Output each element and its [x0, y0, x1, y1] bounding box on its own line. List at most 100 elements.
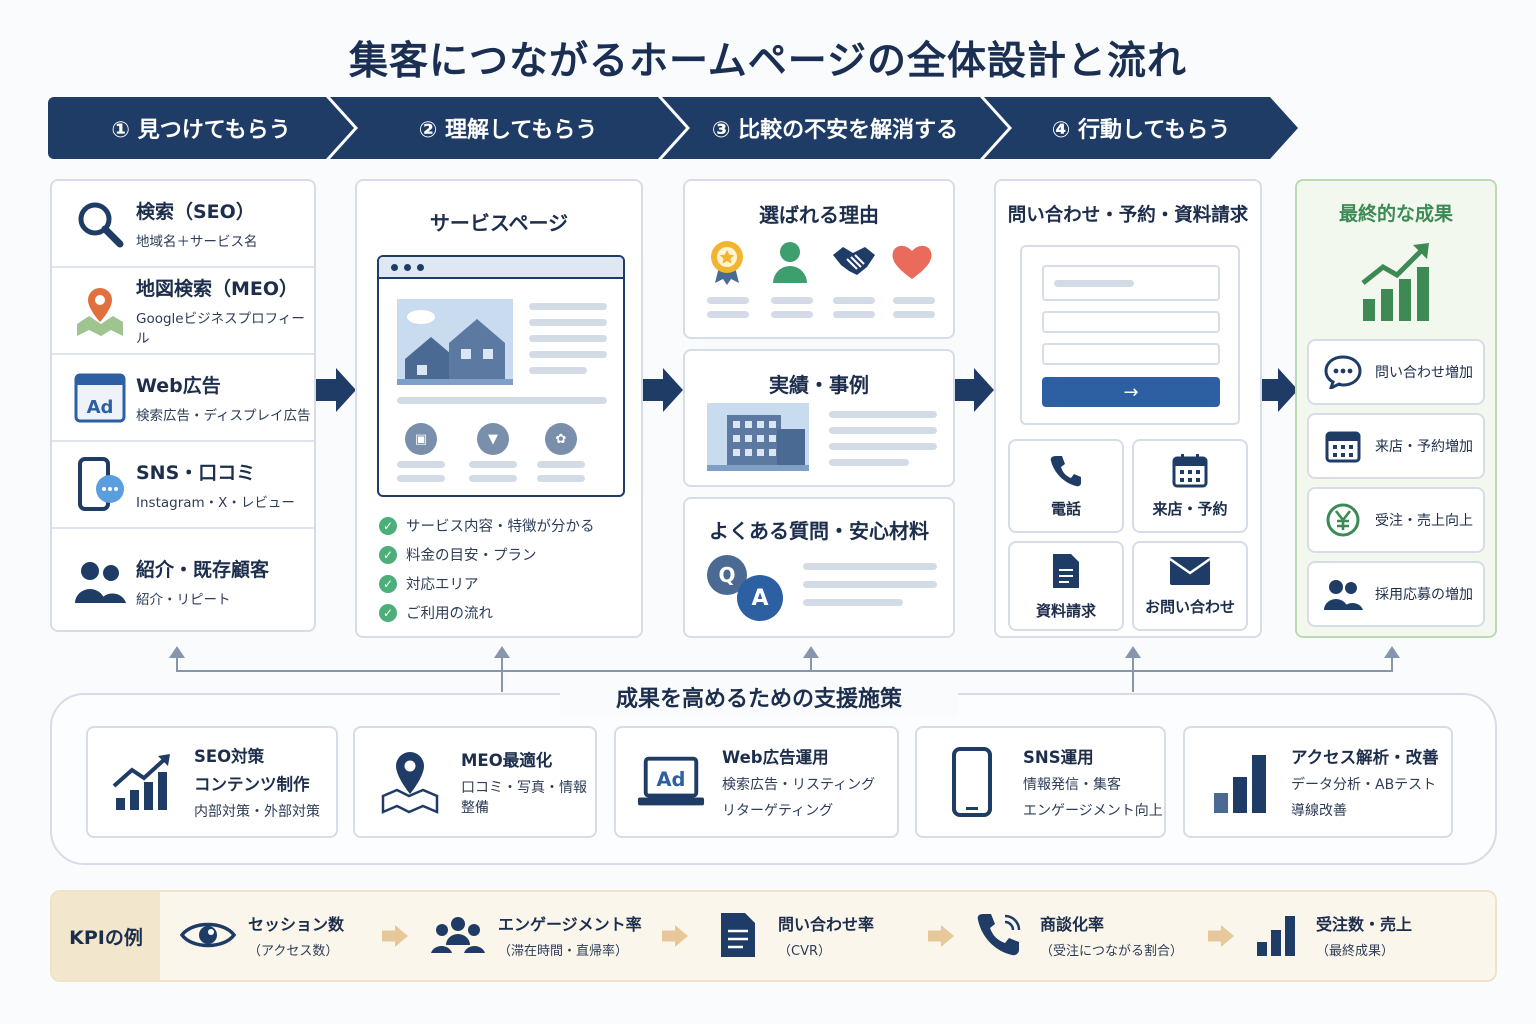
action-panel: 問い合わせ・予約・資料請求 → 電話 来店・予約 資料請求 お問い合わせ: [994, 179, 1262, 638]
form-submit-button[interactable]: →: [1042, 377, 1220, 407]
source-title: SNS・口コミ: [136, 462, 256, 484]
growth-chart-icon: [108, 747, 178, 817]
action-title: 問い合わせ・予約・資料請求: [1007, 205, 1249, 226]
bar-chart-icon: [1248, 907, 1304, 963]
kpi-arrow-icon: [382, 925, 408, 947]
answer-bubble-icon: A: [737, 575, 783, 621]
eye-icon: [180, 907, 236, 963]
kpi-sessions: セッション数（アクセス数）: [180, 905, 344, 965]
kpi-label: KPIの例: [52, 892, 160, 980]
form-input-field[interactable]: [1042, 311, 1220, 333]
flow-arrow-icon: [643, 368, 683, 412]
source-referral: 紹介・既存顧客紹介・リピート: [52, 529, 314, 630]
support-seo: SEO対策コンテンツ制作内部対策・外部対策: [86, 726, 338, 838]
growth-chart-icon: [1361, 243, 1429, 321]
kpi-arrow-icon: [1208, 925, 1234, 947]
check-item: ✓料金の目安・プラン: [379, 540, 595, 569]
check-icon: ✓: [379, 603, 397, 622]
check-item: ✓ご利用の流れ: [379, 598, 595, 627]
check-icon: ✓: [379, 516, 397, 535]
step-1-banner: ① 見つけてもらう: [48, 97, 354, 159]
source-title: 地図検索（MEO）: [136, 278, 299, 300]
document-icon: [710, 907, 766, 963]
up-arrow-icon: [803, 646, 819, 672]
results-title: 最終的な成果: [1338, 203, 1453, 225]
source-ads: Ad Web広告検索広告・ディスプレイ広告: [52, 355, 314, 442]
svg-text:Ad: Ad: [657, 768, 686, 791]
handshake-icon: [833, 247, 875, 275]
channel-inquiry: お問い合わせ: [1132, 541, 1248, 631]
reasons-title: 選ばれる理由: [759, 203, 879, 227]
support-meo: MEO最適化口コミ・写真・情報整備: [353, 726, 597, 838]
kpi-arrow-icon: [662, 925, 688, 947]
source-sub: 検索広告・ディスプレイ広告: [136, 408, 311, 424]
channel-phone: 電話: [1008, 439, 1124, 533]
cases-title: 実績・事例: [769, 373, 869, 397]
step-3-banner: ③ 比較の不安を解消する: [662, 97, 1008, 159]
check-item: ✓サービス内容・特徴が分かる: [379, 511, 595, 540]
source-title: Web広告: [136, 375, 221, 397]
source-sub: 紹介・リピート: [136, 592, 231, 608]
kpi-orders: 受注数・売上（最終成果）: [1248, 905, 1412, 965]
up-arrow-icon: [1125, 646, 1141, 692]
form-input-field[interactable]: [1042, 343, 1220, 365]
flow-arrow-icon: [1258, 368, 1298, 412]
service-checklist: ✓サービス内容・特徴が分かる ✓料金の目安・プラン ✓対応エリア ✓ご利用の流れ: [379, 511, 595, 627]
person-icon: [773, 242, 807, 283]
yen-coin-icon: [1323, 500, 1363, 540]
step-2-banner: ② 理解してもらう: [330, 97, 686, 159]
support-title: 成果を高めるための支援施策: [560, 684, 958, 716]
check-item: ✓対応エリア: [379, 569, 595, 598]
kpi-engagement: エンゲージメント率（滞在時間・直帰率）: [430, 905, 642, 965]
kpi-arrow-icon: [928, 925, 954, 947]
up-arrow-icon: [1384, 646, 1400, 672]
source-meo: 地図検索（MEO） Googleビジネスプロフィール: [52, 268, 314, 355]
search-icon: [72, 196, 128, 252]
mail-icon: [1169, 556, 1211, 585]
kpi-deal-rate: 商談化率（受注につながる割合）: [972, 905, 1183, 965]
form-input-field[interactable]: [1042, 265, 1220, 301]
smartphone-chat-icon: [72, 456, 128, 513]
result-inquiries: 問い合わせ増加: [1307, 339, 1485, 405]
source-seo: 検索（SEO）地域名＋サービス名: [52, 181, 314, 268]
laptop-ad-icon: Ad: [636, 747, 706, 817]
feature-icon: ▼: [477, 423, 509, 455]
bar-chart-icon: [1205, 747, 1275, 817]
service-title: サービスページ: [429, 211, 569, 235]
flow-arrow-icon: [954, 368, 994, 412]
result-recruit: 採用応募の増加: [1307, 561, 1485, 627]
chat-bubble-icon: [1323, 352, 1363, 392]
support-sns: SNS運用情報発信・集客エンゲージメント向上: [915, 726, 1166, 838]
source-sub: Googleビジネスプロフィール: [136, 311, 305, 347]
phone-icon: [1050, 455, 1081, 486]
support-ads: Ad Web広告運用検索広告・リスティングリターゲティング: [614, 726, 899, 838]
kpi-cvr: 問い合わせ率（CVR）: [710, 905, 874, 965]
reasons-panel: 選ばれる理由: [683, 179, 955, 339]
support-analytics: アクセス解析・改善データ分析・ABテスト導線改善: [1183, 726, 1453, 838]
traffic-sources-panel: 検索（SEO）地域名＋サービス名 地図検索（MEO） Googleビジネスプロフィ…: [50, 179, 316, 632]
heart-icon: [892, 245, 932, 279]
document-icon: [1053, 553, 1079, 588]
connector-line: [176, 670, 1392, 672]
ad-window-icon: Ad: [72, 370, 128, 426]
calendar-icon: [1323, 426, 1363, 466]
faq-panel: よくある質問・安心材料 Q A: [683, 497, 955, 638]
kpi-strip: KPIの例: [50, 890, 1497, 982]
house-image-icon: [397, 299, 513, 385]
faq-title: よくある質問・安心材料: [709, 519, 929, 543]
flow-arrow-icon: [316, 368, 356, 412]
award-medal-icon: [711, 241, 743, 285]
check-icon: ✓: [379, 574, 397, 593]
source-title: 紹介・既存顧客: [136, 559, 270, 581]
up-arrow-icon: [169, 646, 185, 672]
users-icon: [72, 554, 128, 610]
result-sales: 受注・売上向上: [1307, 487, 1485, 553]
service-page-panel: サービスページ ▣ ▼ ✿ ✓サービス内容・特徴が分かる ✓料金の目安・プラン …: [355, 179, 643, 638]
step-4-banner: ④ 行動してもらう: [984, 97, 1298, 159]
source-sub: Instagram・X・レビュー: [136, 495, 295, 511]
svg-text:Ad: Ad: [87, 397, 114, 418]
browser-mockup: ▣ ▼ ✿: [377, 255, 625, 497]
map-pin-icon: [72, 283, 128, 339]
users-icon: [1323, 574, 1363, 614]
building-image-icon: [707, 403, 809, 471]
